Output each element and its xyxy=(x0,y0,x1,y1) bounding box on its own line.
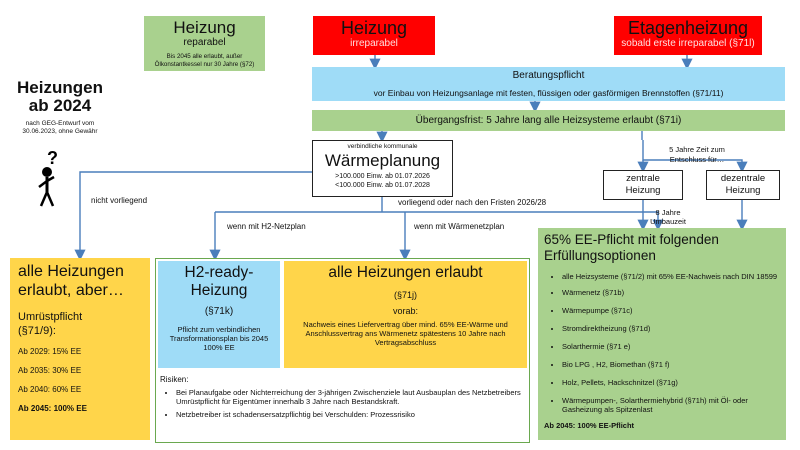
aber-title2: erlaubt, aber… xyxy=(18,282,124,299)
reparabel-subtitle: reparabel xyxy=(183,37,226,48)
risiken-item: Netzbetreiber ist schadensersatzpflichti… xyxy=(176,410,526,420)
main-title-subtitle: nach GEG-Entwurf vom 30.06.2023, ohne Ge… xyxy=(22,120,98,135)
fuenf-jahre-line1: 5 Jahre Zeit zum xyxy=(669,145,725,154)
label-nicht-vorliegend: nicht vorliegend xyxy=(91,196,148,205)
h2-title2: Heizung xyxy=(190,282,248,299)
fuenf-jahre-line2: Entschluss für… xyxy=(669,155,725,164)
heizung-irreparabel-box: Heizung irreparabel xyxy=(313,16,435,55)
risiken-box: Risiken: Bei Planaufgabe oder Nichterrei… xyxy=(160,375,526,439)
main-title-line1: Heizungen xyxy=(17,78,103,97)
main-title-line2: ab 2024 xyxy=(28,96,92,115)
h2-ready-box: H2-ready- Heizung (§71k) Pflicht zum ver… xyxy=(158,261,280,368)
acht-jahre-label: 8 Jahre Umbauzeit xyxy=(642,208,694,226)
erlaubt-vorab: vorab: xyxy=(392,306,418,316)
acht-jahre-line1: 8 Jahre xyxy=(655,208,681,217)
h2-title1: H2-ready- xyxy=(184,264,254,281)
ee-option: Solarthermie (§71 e) xyxy=(562,342,780,351)
label-h2-netzplan: wenn mit H2-Netzplan xyxy=(227,222,306,231)
irreparabel-title: Heizung xyxy=(340,18,408,38)
ee-option: Stromdirektheizung (§71d) xyxy=(562,324,780,333)
zentrale-heizung-box: zentrale Heizung xyxy=(603,170,683,200)
erlaubt-ref: (§71j) xyxy=(393,290,417,300)
ee-title: 65% EE-Pflicht mit folgenden Erfüllungso… xyxy=(544,232,719,263)
label-vorliegend: vorliegend oder nach den Fristen 2026/28 xyxy=(398,198,547,207)
erlaubt-title: alle Heizungen erlaubt xyxy=(328,264,483,281)
risiken-list: Bei Planaufgabe oder Nichterreichung der… xyxy=(160,388,526,420)
waermeplanung-title: Wärmeplanung xyxy=(324,151,441,170)
waermeplanung-line1: >100.000 Einw. ab 01.07.2026 xyxy=(335,173,430,180)
ee-option: Bio LPG , H2, Biomethan (§71 f) xyxy=(562,360,780,369)
heizung-reparabel-box: Heizung reparabel Bis 2045 alle erlaubt,… xyxy=(144,16,265,71)
ee-option: Wärmepumpen-, Solarthermiehybrid (§71h) … xyxy=(562,396,780,414)
h2-ref: (§71k) xyxy=(204,306,234,317)
aber-2045: Ab 2045: 100% EE xyxy=(18,404,87,413)
etagen-title: Etagenheizung xyxy=(627,18,749,38)
ee-footer: Ab 2045: 100% EE-Pflicht xyxy=(544,421,635,430)
beratung-text: vor Einbau von Heizungsanlage mit festen… xyxy=(373,88,724,98)
aber-2040: Ab 2040: 60% EE xyxy=(18,385,82,394)
svg-text:?: ? xyxy=(47,150,58,168)
reparabel-note: Bis 2045 alle erlaubt, außer Ölkonstantk… xyxy=(154,53,255,68)
waermeplanung-box: verbindliche kommunale Wärmeplanung >100… xyxy=(312,140,453,197)
erlaubt-text: Nachweis eines Liefervertrag über mind. … xyxy=(303,320,508,347)
ee-option: alle Heizsysteme (§71/2) mit 65% EE-Nach… xyxy=(562,272,780,281)
uebergang-text: Übergangsfrist: 5 Jahre lang alle Heizsy… xyxy=(415,115,682,126)
aber-2035: Ab 2035: 30% EE xyxy=(18,366,82,375)
dezentral-line2: Heizung xyxy=(725,185,761,196)
risiken-item: Bei Planaufgabe oder Nichterreichung der… xyxy=(176,388,526,407)
etagenheizung-box: Etagenheizung sobald erste irreparabel (… xyxy=(614,16,762,55)
reparabel-title: Heizung xyxy=(173,18,236,37)
risiken-title: Risiken: xyxy=(160,375,189,384)
beratung-title: Beratungspflicht xyxy=(512,70,585,81)
aber-pflicht2: (§71/9): xyxy=(18,325,56,337)
ee-pflicht-box: 65% EE-Pflicht mit folgenden Erfüllungso… xyxy=(538,228,786,440)
alle-heizungen-erlaubt-box: alle Heizungen erlaubt (§71j) vorab: Nac… xyxy=(284,261,527,368)
waermeplanung-small: verbindliche kommunale xyxy=(347,143,418,150)
ee-option: Holz, Pellets, Hackschnitzel (§71g) xyxy=(562,378,780,387)
ee-options-list: alle Heizsysteme (§71/2) mit 65% EE-Nach… xyxy=(544,272,780,414)
h2-text: Pflicht zum verbindlichen Transformation… xyxy=(169,325,269,352)
acht-jahre-line2: Umbauzeit xyxy=(650,217,686,226)
irreparabel-subtitle: irreparabel xyxy=(350,38,398,49)
dezentrale-heizung-box: dezentrale Heizung xyxy=(706,170,780,200)
uebergangsfrist-box: Übergangsfrist: 5 Jahre lang alle Heizsy… xyxy=(312,110,785,131)
zentral-line2: Heizung xyxy=(625,185,661,196)
main-title: Heizungen ab 2024 nach GEG-Entwurf vom 3… xyxy=(6,79,114,136)
etagen-subtitle: sobald erste irreparabel (§71l) xyxy=(621,38,755,49)
aber-pflicht1: Umrüstpflicht xyxy=(18,311,83,323)
aber-title1: alle Heizungen xyxy=(18,263,124,280)
zentral-line1: zentrale xyxy=(626,173,660,184)
stick-figure-icon: ? xyxy=(38,150,58,207)
aber-2029: Ab 2029: 15% EE xyxy=(18,347,82,356)
ee-option: Wärmepumpe (§71c) xyxy=(562,306,780,315)
ee-option: Wärmenetz (§71b) xyxy=(562,288,780,297)
waermeplanung-line2: <100.000 Einw. ab 01.07.2028 xyxy=(335,182,430,189)
fuenf-jahre-label: 5 Jahre Zeit zum Entschluss für… xyxy=(652,145,742,165)
alle-heizungen-aber-box: alle Heizungen erlaubt, aber… Umrüstpfli… xyxy=(10,258,150,440)
label-waermenetzplan: wenn mit Wärmenetzplan xyxy=(414,222,505,231)
dezentral-line1: dezentrale xyxy=(720,173,766,184)
beratungspflicht-box: Beratungspflicht vor Einbau von Heizungs… xyxy=(312,67,785,101)
